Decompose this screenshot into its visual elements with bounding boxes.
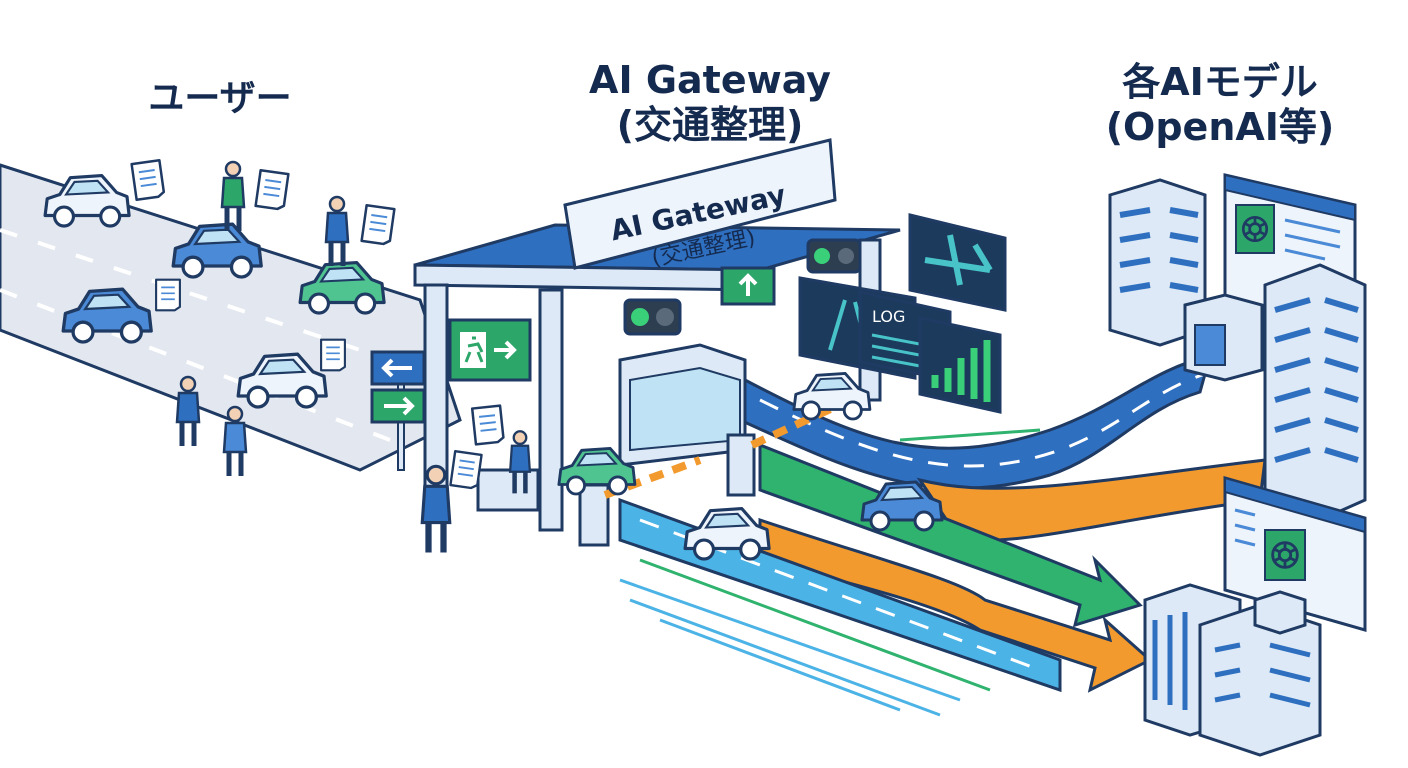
barrier-arm-2 bbox=[750, 396, 852, 449]
arrow-up-icon bbox=[738, 273, 758, 296]
gateway-heading: AI Gateway (交通整理) bbox=[560, 58, 860, 148]
document-6 bbox=[470, 404, 506, 446]
document-5 bbox=[320, 338, 346, 372]
users-heading-text: ユーザー bbox=[148, 78, 292, 119]
log-label: LOG bbox=[872, 307, 905, 326]
gateway-pillar-left bbox=[423, 283, 449, 497]
person-2 bbox=[326, 197, 348, 266]
gateway-heading-subtitle: (交通整理) bbox=[616, 102, 804, 147]
users-heading: ユーザー bbox=[120, 78, 320, 120]
direction-sign-right bbox=[370, 388, 426, 424]
models-heading: 各AIモデル (OpenAI等) bbox=[1070, 60, 1370, 150]
arrow-right-icon bbox=[384, 396, 415, 416]
booth-counter bbox=[476, 468, 540, 512]
person-1 bbox=[222, 162, 244, 231]
arrow-left-icon bbox=[381, 358, 412, 378]
gate-post-2 bbox=[726, 433, 756, 497]
route-screen bbox=[908, 213, 1007, 312]
traffic-light-left bbox=[623, 298, 682, 336]
lane-blue-dash bbox=[759, 372, 1206, 468]
speed-lines bbox=[619, 578, 961, 717]
document-1 bbox=[130, 158, 166, 202]
model-window-2 bbox=[1223, 476, 1367, 632]
document-2 bbox=[254, 168, 290, 212]
traffic-light-right bbox=[806, 238, 862, 274]
toll-booth-window bbox=[629, 366, 741, 452]
models-heading-title: 各AIモデル bbox=[1122, 60, 1318, 104]
gateway-heading-title: AI Gateway bbox=[589, 58, 831, 102]
model-building-2 bbox=[1263, 263, 1367, 522]
gateway-canopy-front bbox=[413, 263, 762, 292]
document-3 bbox=[360, 203, 396, 247]
speed-lines-green bbox=[639, 428, 1041, 692]
gateway-sign-board bbox=[563, 138, 837, 270]
document-7 bbox=[449, 450, 483, 490]
model-warehouse bbox=[1183, 293, 1264, 382]
gate-post-1 bbox=[578, 483, 610, 547]
models-heading-subtitle: (OpenAI等) bbox=[1105, 104, 1335, 149]
lane-green bbox=[758, 442, 1143, 628]
document-4 bbox=[155, 278, 181, 312]
running-man-exit-icon bbox=[460, 332, 517, 368]
gateway-pillar-center bbox=[538, 288, 564, 532]
barrier-arm-1 bbox=[603, 456, 702, 499]
bar-chart-screen bbox=[918, 316, 1002, 414]
model-building-cluster bbox=[1143, 583, 1322, 757]
road-lane-dashes bbox=[0, 228, 421, 442]
